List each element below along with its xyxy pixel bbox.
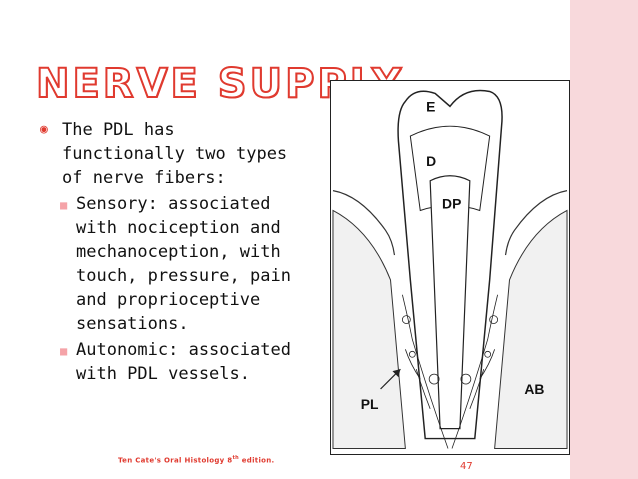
nerve-fibers bbox=[402, 294, 498, 449]
bullet-list: ◉ The PDL has functionally two types of … bbox=[40, 118, 302, 388]
citation-end: edition. bbox=[239, 456, 275, 465]
label-pulp: DP bbox=[442, 195, 461, 211]
gingiva-right bbox=[504, 190, 568, 256]
bullet-item-autonomic: ■ Autonomic: associated with PDL vessels… bbox=[40, 338, 302, 386]
square-bullet-icon: ■ bbox=[60, 344, 68, 358]
target-bullet-icon: ◉ bbox=[40, 122, 48, 137]
bullet-item-sensory: ■ Sensory: associated with nociception a… bbox=[40, 192, 302, 336]
label-bone: AB bbox=[524, 381, 544, 397]
citation: Ten Cate's Oral Histology 8th edition. bbox=[118, 455, 275, 464]
dental-pulp bbox=[429, 175, 471, 430]
tooth-nerve-diagram: E D DP PL AB bbox=[330, 80, 570, 455]
citation-superscript: th bbox=[232, 455, 240, 461]
label-ligament: PL bbox=[361, 396, 379, 412]
bullet-item-main: ◉ The PDL has functionally two types of … bbox=[40, 118, 302, 190]
alveolar-bone-right bbox=[494, 209, 568, 449]
square-bullet-icon: ■ bbox=[60, 198, 68, 212]
decorative-side-bar bbox=[570, 0, 638, 479]
gingiva-left bbox=[332, 190, 396, 256]
bullet-text: Sensory: associated with nociception and… bbox=[76, 194, 291, 334]
bullet-text: Autonomic: associated with PDL vessels. bbox=[76, 340, 291, 384]
label-dentin: D bbox=[426, 153, 436, 169]
citation-text: Ten Cate's Oral Histology 8 bbox=[118, 456, 233, 465]
page-number: 47 bbox=[460, 461, 473, 472]
label-enamel: E bbox=[426, 98, 435, 114]
bullet-text: The PDL has functionally two types of ne… bbox=[62, 120, 288, 188]
pl-arrowhead bbox=[392, 369, 401, 378]
alveolar-bone-left bbox=[332, 209, 406, 449]
tooth-illustration: E D DP PL AB bbox=[332, 89, 568, 449]
